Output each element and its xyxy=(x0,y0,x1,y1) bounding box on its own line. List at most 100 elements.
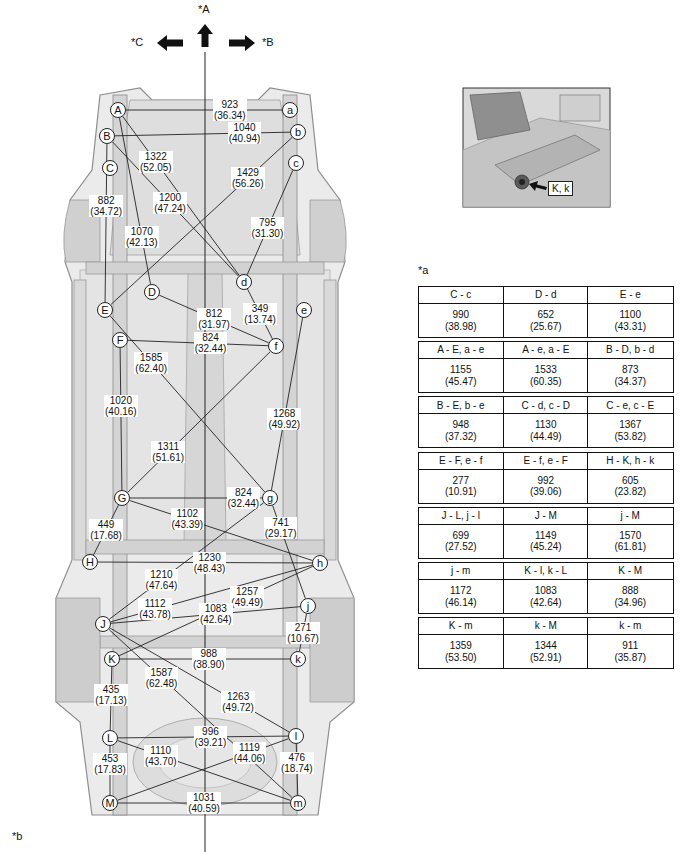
view-label: *C xyxy=(131,36,143,48)
table-header: E - F, e - f xyxy=(439,455,482,467)
table-cell: 1130 (44.49) xyxy=(503,413,590,448)
dimension-value: 1322 (52.05) xyxy=(139,151,173,173)
table-header: K - M xyxy=(618,565,642,577)
table-cell: 1344 (52.91) xyxy=(503,634,590,669)
dimension-value: 1031 (40.59) xyxy=(187,792,221,814)
point-letter: g xyxy=(267,493,273,504)
point-letter: k xyxy=(295,654,301,665)
table-value: 1570 (61.81) xyxy=(614,530,646,553)
measurement-point: G xyxy=(114,490,130,506)
table-value: 1083 (42.64) xyxy=(530,585,562,608)
measurement-point: H xyxy=(82,554,98,570)
table-header: K - l, k - L xyxy=(524,565,567,577)
table-value: 911 (35.87) xyxy=(614,640,646,663)
dimension-line xyxy=(271,318,302,490)
measurement-point: e xyxy=(296,302,312,318)
table-value: 1359 (53.50) xyxy=(445,640,477,663)
table-cell: C - e, c - E xyxy=(587,396,674,414)
table-cell: A - E, a - e xyxy=(418,341,504,359)
point-letter: C xyxy=(106,163,114,174)
dimension-value: 349 (13.74) xyxy=(243,303,277,325)
measurement-point: b xyxy=(290,124,306,140)
dimension-line xyxy=(110,628,289,732)
table-header: H - K, h - k xyxy=(606,455,654,467)
table-header: B - D, b - d xyxy=(606,344,654,356)
table-cell: K - M xyxy=(587,562,674,580)
dimension-value: 1112 (43.78) xyxy=(138,598,172,620)
table-cell: K - l, k - L xyxy=(503,562,590,580)
dimension-value: 1210 (47.64) xyxy=(145,569,179,591)
table-value: 1155 (45.47) xyxy=(445,364,477,387)
view-label: *b xyxy=(12,830,22,842)
table-cell: 1367 (53.82) xyxy=(587,413,674,448)
view-label: *A xyxy=(198,3,210,15)
dimension-line xyxy=(111,137,292,304)
point-letter: h xyxy=(317,558,323,569)
table-cell: J - L, j - l xyxy=(418,507,504,525)
measurement-point: J xyxy=(95,616,111,632)
dimension-line xyxy=(119,118,150,284)
table-value: 990 (38.98) xyxy=(445,309,477,332)
table-value: 652 (25.67) xyxy=(530,309,562,332)
table-header: j - M xyxy=(621,510,640,522)
measurement-point: D xyxy=(144,284,160,300)
measurement-point: c xyxy=(288,155,304,171)
dimension-value: 1263 (49.72) xyxy=(221,691,255,713)
dimension-value: 824 (32.44) xyxy=(194,332,228,354)
dimension-line xyxy=(123,116,240,275)
dimension-value: 1429 (56.26) xyxy=(231,167,265,189)
measurement-point: a xyxy=(282,102,298,118)
measurement-point: h xyxy=(312,555,328,571)
dimension-value: 1257 (49.49) xyxy=(230,586,264,608)
dimension-value: 795 (31.30) xyxy=(251,217,285,239)
measurement-point: m xyxy=(290,795,306,811)
dimension-line xyxy=(126,110,282,111)
table-header: K - m xyxy=(449,620,473,632)
point-letter: f xyxy=(274,341,277,352)
callout-label: K, k xyxy=(548,181,573,196)
table-cell: 888 (34.96) xyxy=(587,579,674,614)
table-cell: 1149 (45.24) xyxy=(503,524,590,559)
point-letter: E xyxy=(101,305,108,316)
table-value: 1130 (44.49) xyxy=(530,419,562,442)
detail-inset xyxy=(463,88,610,207)
dimension-value: 1083 (42.64) xyxy=(199,603,233,625)
table-cell: k - M xyxy=(503,617,590,635)
measurement-point: l xyxy=(288,728,304,744)
table-header: A - e, a - E xyxy=(522,344,569,356)
table-cell: 1359 (53.50) xyxy=(418,634,504,669)
table-value: 605 (23.82) xyxy=(614,475,646,498)
dimension-value: 741 (29.17) xyxy=(264,517,298,539)
dimension-line xyxy=(115,132,290,136)
table-cell: C - c xyxy=(418,286,504,304)
dimension-value: 882 (34.72) xyxy=(89,195,123,217)
table-label: *a xyxy=(418,264,428,276)
dimension-value: 1230 (48.43) xyxy=(193,552,227,574)
table-value: 948 (37.32) xyxy=(445,419,477,442)
table-cell: 990 (38.98) xyxy=(418,303,504,338)
table-cell: E - e xyxy=(587,286,674,304)
table-cell: 605 (23.82) xyxy=(587,469,674,504)
table-cell: 1172 (46.14) xyxy=(418,579,504,614)
table-cell: 873 (34.37) xyxy=(587,358,674,393)
point-letter: D xyxy=(148,287,156,298)
dimension-value: 271 (10.67) xyxy=(286,622,320,644)
measurement-point: K xyxy=(104,651,120,667)
measurement-point: L xyxy=(102,730,118,746)
measurement-point: f xyxy=(268,338,284,354)
point-letter: A xyxy=(114,105,121,116)
table-value: 992 (39.06) xyxy=(530,475,562,498)
table-value: 888 (34.96) xyxy=(614,585,646,608)
table-cell: 1533 (60.35) xyxy=(503,358,590,393)
dimension-value: 476 (18.74) xyxy=(280,752,314,774)
point-letter: B xyxy=(103,131,110,142)
dimension-value: 812 (31.97) xyxy=(197,308,231,330)
rear-wheel-house xyxy=(310,598,354,702)
table-header: C - d, c - D xyxy=(522,400,570,412)
table-cell: j - M xyxy=(587,507,674,525)
view-label: *B xyxy=(262,36,274,48)
table-header: k - m xyxy=(619,620,641,632)
point-letter: e xyxy=(301,305,307,316)
table-cell: 992 (39.06) xyxy=(503,469,590,504)
table-value: 1533 (60.35) xyxy=(530,364,562,387)
